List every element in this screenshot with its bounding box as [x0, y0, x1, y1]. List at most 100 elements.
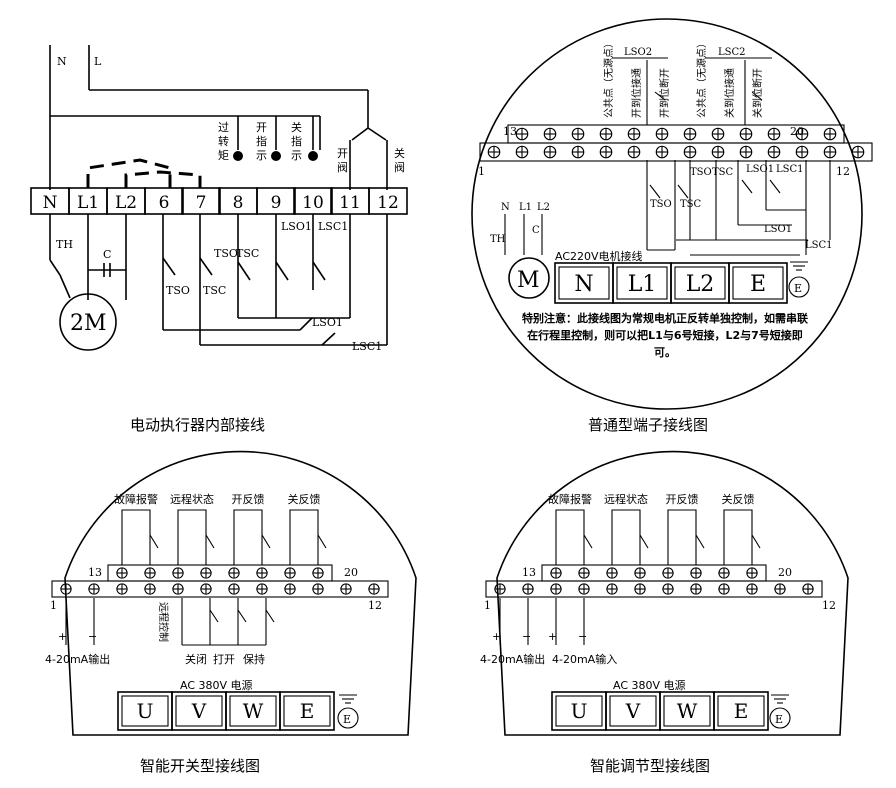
- capacitor-label: C: [103, 248, 111, 261]
- rg-out-plus: +: [492, 630, 501, 643]
- svg-text:LSC1: LSC1: [352, 340, 382, 353]
- std-group-lso2: LSO2: [624, 47, 652, 58]
- sw-bot-screw-icon: [256, 583, 268, 595]
- sw-hold-label: 保持: [243, 652, 265, 666]
- rg-top-label: 关反馈: [722, 492, 755, 506]
- rg-top-screw-icon: [662, 567, 674, 579]
- sw-top-screw-icon: [312, 567, 324, 579]
- rg-power-terminal-label: U: [571, 699, 588, 723]
- smart-regulating-panel: 13 20 1 12 故障报警远程状态开反馈关反馈 + − + − 4-20mA…: [480, 450, 849, 775]
- sw-top-screw-icon: [116, 567, 128, 579]
- sw-top-screw-icon: [200, 567, 212, 579]
- sw-bot-screw-icon: [340, 583, 352, 595]
- motor-icon: [59, 293, 117, 351]
- caption-standard: 普通型端子接线图: [588, 416, 708, 434]
- reg-top-labels: 故障报警远程状态开反馈关反馈: [548, 492, 755, 506]
- sw-plus: +: [58, 630, 67, 643]
- std-bot-screw-icon: [599, 145, 613, 159]
- std-top-screw-icon: [795, 127, 809, 141]
- sw-power-terminal-label: E: [300, 699, 315, 723]
- std-top-screw-icon: [627, 127, 641, 141]
- std-ground-icon: E: [788, 261, 810, 298]
- rg-power-terminal-label: W: [677, 699, 698, 723]
- rg-ground-icon: E: [769, 694, 791, 729]
- rg-top-screw-icon: [550, 567, 562, 579]
- rg-num-12: 12: [822, 599, 836, 612]
- standard-terminal-panel: 13 20 1 12 LSO2 LSC2 公共点（无源点） 开到位接通 开到位断…: [471, 18, 873, 434]
- rg-output-label: 4-20mA输出: [480, 652, 545, 666]
- indicator-labels: 过转矩 开指示 关指示: [218, 120, 302, 162]
- internal-terminal-label: N: [43, 193, 58, 213]
- sw-bot-screw-icon: [116, 583, 128, 595]
- std-top-screw-icon: [683, 127, 697, 141]
- std-motor-terminal-label: L1: [628, 272, 657, 297]
- rg-bot-screw-icon: [578, 583, 590, 595]
- rg-top-rail: [541, 564, 767, 582]
- std-motor-terminal-label: E: [750, 272, 766, 297]
- svg-text:过转矩: 过转矩: [218, 121, 229, 162]
- std-motor-terminal-label: N: [574, 272, 593, 297]
- internal-terminal-label: 12: [377, 193, 399, 213]
- sw-bot-screw-icon: [284, 583, 296, 595]
- reg-housing-outline: [496, 450, 849, 736]
- std-motor-label: M: [517, 268, 540, 293]
- svg-text:关到位接通: 关到位接通: [723, 68, 736, 118]
- std-bot-screw-icon: [515, 145, 529, 159]
- sw-open-label: 打开: [213, 652, 235, 666]
- std-group-lsc2: LSC2: [718, 47, 746, 58]
- internal-terminal-label: 11: [339, 193, 361, 213]
- std-num-1: 1: [478, 165, 485, 178]
- rg-ground-label: E: [775, 713, 783, 726]
- rg-top-label: 开反馈: [666, 493, 699, 506]
- sw-top-screw-icon: [284, 567, 296, 579]
- smart-switch-panel: 13 20 1 12 故障报警远程状态开反馈关反馈 远程控制 关闭 打开: [45, 450, 417, 775]
- sw-top-rail: [107, 564, 333, 582]
- std-motor-n: N: [501, 202, 510, 213]
- rg-top-screw-icon: [578, 567, 590, 579]
- housing-outline: [471, 18, 863, 410]
- std-top-screw-icon: [823, 127, 837, 141]
- svg-text:公共点（无源点）: 公共点（无源点）: [695, 38, 708, 118]
- sw-remote-control-label: 远程控制: [157, 602, 170, 642]
- sw-num-13: 13: [88, 566, 102, 579]
- std-motor-th: TH: [490, 234, 506, 245]
- std-bot-screw-icon: [767, 145, 781, 159]
- svg-text:LSO1: LSO1: [764, 224, 792, 235]
- sw-num-20: 20: [344, 566, 358, 579]
- std-num-20: 20: [790, 125, 804, 138]
- svg-text:LSC1: LSC1: [318, 220, 348, 233]
- internal-terminal-label: 8: [233, 193, 244, 213]
- svg-text:开到位接通: 开到位接通: [630, 68, 643, 118]
- internal-terminal-label: 9: [271, 193, 282, 213]
- internal-terminal-box: [368, 187, 408, 215]
- internal-terminal-label: L1: [77, 193, 99, 213]
- rg-top-screw-icon: [634, 567, 646, 579]
- rg-top-screw-icon: [690, 567, 702, 579]
- std-bot-screw-icon: [795, 145, 809, 159]
- standard-bottom-terminal-row: [479, 142, 873, 162]
- open-indicator-lamp-icon: [271, 151, 281, 161]
- svg-text:TSO: TSO: [214, 247, 238, 260]
- std-bot-screw-icon: [487, 145, 501, 159]
- rg-out-minus: −: [522, 630, 531, 643]
- svg-text:TSO: TSO: [650, 199, 672, 210]
- sw-bot-screw-icon: [60, 583, 72, 595]
- sw-top-label: 关反馈: [288, 492, 321, 506]
- rg-bot-screw-icon: [802, 583, 814, 595]
- switch-housing-outline: [64, 450, 417, 736]
- caption-smart-switch: 智能开关型接线图: [140, 757, 260, 775]
- std-top-screw-icon: [739, 127, 753, 141]
- sw-ground-label: E: [343, 713, 351, 726]
- rg-power-terminal-label: V: [625, 699, 641, 723]
- sw-bot-screw-icon: [312, 583, 324, 595]
- close-indicator-lamp-icon: [308, 151, 318, 161]
- std-top-screw-icon: [543, 127, 557, 141]
- sw-top-label: 远程状态: [170, 492, 214, 506]
- internal-terminal-label: 10: [302, 193, 324, 213]
- sw-bot-screw-icon: [144, 583, 156, 595]
- std-bot-screw-icon: [683, 145, 697, 159]
